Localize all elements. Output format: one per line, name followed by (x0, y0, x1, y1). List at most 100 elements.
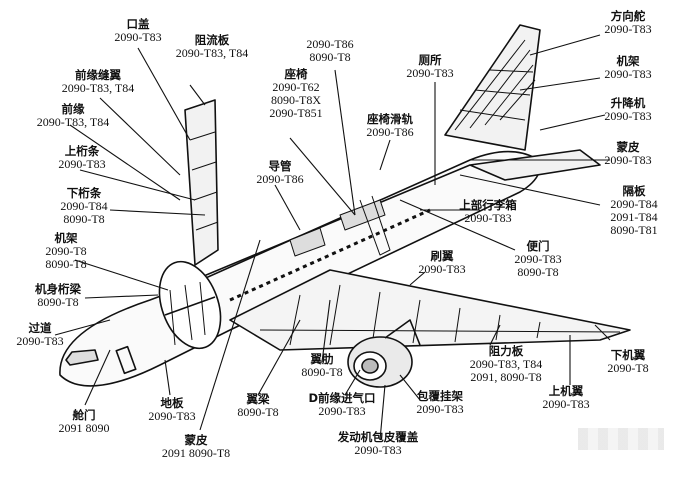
label-title: 前缘 (61, 102, 85, 116)
label-alloy-code: 2091 8090 (58, 421, 110, 435)
label-alloy-code: 2090-T83, T84 (175, 46, 249, 60)
label-title: 便门 (526, 239, 550, 253)
label-title: 发动机包皮覆盖 (337, 430, 419, 444)
label-title: 隔板 (622, 184, 646, 198)
label-title: 舱门 (72, 408, 96, 422)
label-title: 包覆挂架 (416, 389, 463, 403)
label-alloy-code: 8090-T8 (309, 50, 351, 64)
label-alloy-code: 8090-T8 (63, 212, 105, 226)
frame-rib (169, 281, 206, 346)
label-alloy-code: 8090-T8 (237, 405, 279, 419)
tail-fin (444, 24, 541, 151)
label-alloy-code: 2090-T8 (607, 361, 649, 375)
label-alloy-code: 2090-T83 (604, 109, 652, 123)
label-alloy-code: 2090-T83 (406, 66, 454, 80)
label-alloy-code: 2090-T83 (58, 157, 106, 171)
label-alloy-code: 2090-T83 (416, 402, 464, 416)
fuselage-crown (174, 164, 471, 289)
label-alloy-code: 2090-T8 (45, 244, 87, 258)
leader-lines (54, 34, 611, 441)
engine-fan (361, 358, 379, 374)
label-title: 阻力板 (488, 344, 524, 358)
label-alloy-code: 2090-T86 (306, 37, 354, 51)
wing-ribs (289, 284, 541, 346)
label-alloy-code: 2090-T851 (269, 106, 323, 120)
label-title: 下桁条 (66, 186, 102, 200)
cabin-door (115, 345, 137, 375)
label-title: 机架 (616, 54, 640, 68)
label-alloy-code: 2090-T83 (542, 397, 590, 411)
label-alloy-code: 2090-T83 (418, 262, 466, 276)
label-title: 升降机 (610, 96, 646, 110)
label-title: 地板 (160, 396, 184, 410)
label-alloy-code: 2090-T83 (114, 30, 162, 44)
label-alloy-code: 8090-T81 (610, 223, 658, 237)
horizontal-tail (469, 149, 601, 181)
label-title: 蒙皮 (184, 433, 208, 447)
label-alloy-code: 2090-T83 (148, 409, 196, 423)
label-alloy-code: 8090-T8 (517, 265, 559, 279)
label-alloy-code: 2091, 8090-T8 (470, 370, 542, 384)
label-title: 翼梁 (246, 392, 270, 406)
label-title: 厕所 (418, 53, 442, 67)
label-title: 过道 (28, 321, 52, 335)
label-alloy-code: 2090-T83 (604, 67, 652, 81)
label-alloy-code: 2090-T83 (16, 334, 64, 348)
label-title: 导管 (268, 159, 292, 173)
floor-beam (164, 296, 216, 316)
label-alloy-code: 8090-T8 (301, 365, 343, 379)
label-alloy-code: 2091-T84 (610, 210, 658, 224)
label-alloy-code: 2090-T83, T84 (469, 357, 543, 371)
label-alloy-code: 2090-T83, T84 (61, 81, 135, 95)
label-alloy-code: 8090-T8 (37, 295, 79, 309)
engine-pylon (384, 319, 421, 346)
label-alloy-code: 2090-T83, T84 (36, 115, 110, 129)
label-alloy-code: 8090-T8X (270, 93, 321, 107)
label-alloy-code: 2090-T84 (60, 199, 108, 213)
cockpit-windows (65, 349, 99, 366)
label-title: 口盖 (126, 17, 150, 31)
label-title: 下机翼 (610, 348, 646, 362)
fuselage-outline (59, 150, 541, 387)
label-alloy-code: 2090-T83 (604, 22, 652, 36)
label-title: 上机翼 (548, 384, 584, 398)
label-title: 阻流板 (194, 33, 230, 47)
label-title: 方向舵 (610, 9, 646, 23)
label-title: 前缘缝翼 (74, 68, 121, 82)
aisle-frame (359, 195, 391, 256)
label-alloy-code: 2090-T84 (610, 197, 658, 211)
label-alloy-code: 2091 8090-T8 (161, 446, 231, 460)
label-alloy-code: 2090-T83 (514, 252, 562, 266)
watermark-block (578, 428, 664, 450)
